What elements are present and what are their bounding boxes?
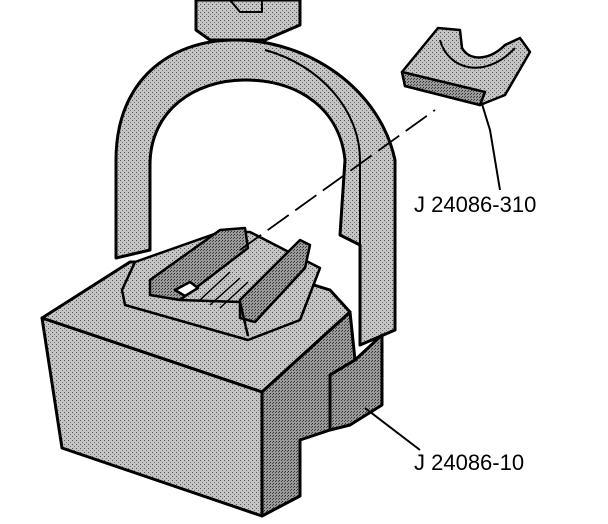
spacer-plate [400, 26, 532, 107]
spacer-part-label: J 24086-310 [414, 192, 536, 217]
base-part-label: J 24086-10 [414, 450, 524, 475]
press-frame [114, 0, 397, 347]
leader-lines [364, 103, 501, 451]
work-fixture [120, 226, 322, 342]
alignment-line [239, 109, 436, 251]
